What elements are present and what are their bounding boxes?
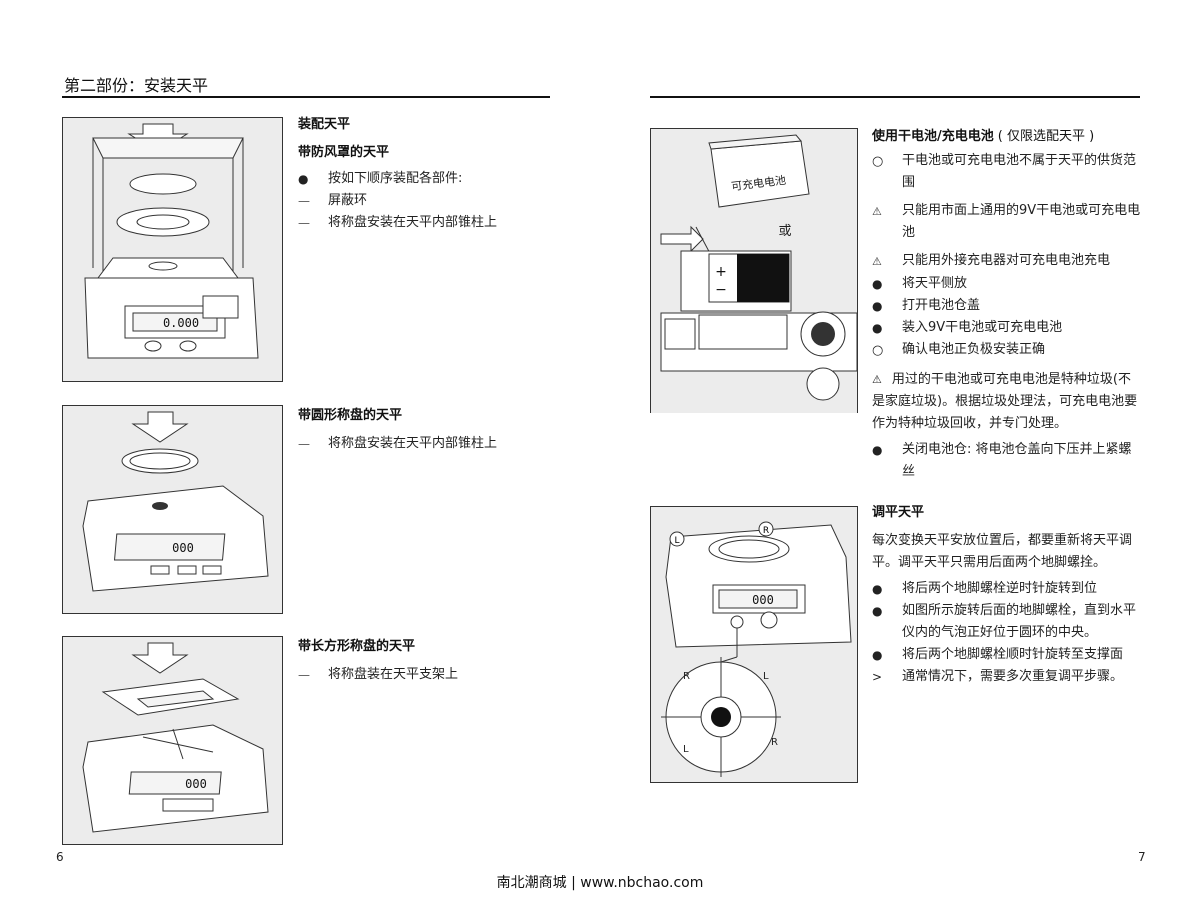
list-item: 将称盘安装在天平内部锥柱上 <box>298 433 548 455</box>
subheading-draft-shield: 带防风罩的天平 <box>298 145 390 160</box>
list-item: 通常情况下，需要多次重复调平步骤。 <box>872 666 1142 688</box>
display-reading: 000 <box>752 593 774 607</box>
bullet-icon <box>872 600 902 622</box>
section-title: 第二部份：安装天平 <box>64 76 209 95</box>
dash-icon <box>298 433 328 455</box>
svg-text:−: − <box>715 282 727 298</box>
list-item: 关闭电池仓: 将电池仓盖向下压并上紧螺丝 <box>872 439 1142 483</box>
heading-leveling: 调平天平 <box>872 505 925 520</box>
item-text: 确认电池正负极安装正确 <box>902 342 1046 357</box>
dash-icon <box>298 664 328 686</box>
warning-text: 用过的干电池或可充电电池是特种垃圾(不是家庭垃圾)。根据垃圾处理法，可充电电池要… <box>872 372 1138 431</box>
item-text: 将天平侧放 <box>902 276 968 291</box>
left-header-rule <box>62 96 550 98</box>
battery-label: 可充电电池 <box>730 173 786 194</box>
block-leveling: 调平天平 每次变换天平安放位置后，都要重新将天平调平。调平天平只需用后面两个地脚… <box>872 502 1142 688</box>
bullet-icon <box>872 295 902 317</box>
bullet-icon <box>872 317 902 339</box>
item-text: 只能用外接充电器对可充电电池充电 <box>902 253 1111 268</box>
heading-rect-pan: 带长方形称盘的天平 <box>298 639 416 654</box>
item-text: 将后两个地脚螺栓顺时针旋转至支撑面 <box>902 647 1124 662</box>
list-item: 只能用外接充电器对可充电电池充电 <box>872 250 1142 273</box>
heading-assemble-balance: 装配天平 <box>298 117 351 132</box>
figure-rect-pan-balance: 000 <box>62 636 283 845</box>
block-draft-shield: 装配天平 带防风罩的天平 按如下顺序装配各部件: 屏蔽环 将称盘安装在天平内部锥… <box>298 114 548 234</box>
level-label-left: L <box>674 536 679 546</box>
heading-battery-note: ( 仅限选配天平 ) <box>997 129 1095 144</box>
list-item: 屏蔽环 <box>298 190 548 212</box>
rotation-label-l2: L <box>683 744 689 755</box>
right-header-rule <box>650 96 1140 98</box>
heading-battery-bold: 使用干电池/充电电池 <box>872 129 994 144</box>
footer: 南北潮商城 | www.nbchao.com <box>496 875 704 891</box>
svg-text:+: + <box>715 264 727 280</box>
list-item: 将称盘装在天平支架上 <box>298 664 548 686</box>
page-number-right: 7 <box>1138 850 1146 864</box>
figure-leveling: L R 000 R L L R <box>650 506 858 783</box>
bullet-icon <box>872 644 902 666</box>
figure-battery: 可充电电池 或 + − <box>650 128 858 413</box>
item-text: 关闭电池仓: 将电池仓盖向下压并上紧螺丝 <box>902 442 1132 479</box>
figure-round-pan-balance: 000 <box>62 405 283 614</box>
list-item: 只能用市面上通用的9V干电池或可充电电池 <box>872 200 1142 244</box>
list-item: 将后两个地脚螺栓顺时针旋转至支撑面 <box>872 644 1142 666</box>
bullet-icon <box>872 578 902 600</box>
display-reading: 000 <box>172 541 194 555</box>
list-item: 按如下顺序装配各部件: <box>298 168 548 190</box>
rotation-label-r2: R <box>771 737 778 748</box>
item-text: 将称盘装在天平支架上 <box>328 667 459 682</box>
or-label: 或 <box>778 224 791 239</box>
dash-icon <box>298 190 328 212</box>
circle-icon <box>872 150 902 173</box>
item-text: 按如下顺序装配各部件: <box>328 171 463 186</box>
block-battery: 使用干电池/充电电池( 仅限选配天平 ) 干电池或可充电电池不属于天平的供货范围… <box>872 126 1142 483</box>
list-item: 打开电池仓盖 <box>872 295 1142 317</box>
leveling-paragraph: 每次变换天平安放位置后，都要重新将天平调平。调平天平只需用后面两个地脚螺拴。 <box>872 533 1133 570</box>
warning-icon <box>872 200 902 223</box>
bullet-icon <box>298 168 328 190</box>
item-text: 将称盘安装在天平内部锥柱上 <box>328 436 498 451</box>
item-text: 将称盘安装在天平内部锥柱上 <box>328 215 498 230</box>
figure-draft-shield-balance: 0.000 <box>62 117 283 382</box>
rotation-label-l1: L <box>763 671 769 682</box>
item-text: 干电池或可充电电池不属于天平的供货范围 <box>902 153 1137 190</box>
item-text: 通常情况下，需要多次重复调平步骤。 <box>902 669 1124 684</box>
list-item: 将天平侧放 <box>872 273 1142 295</box>
block-rect-pan: 带长方形称盘的天平 将称盘装在天平支架上 <box>298 636 548 686</box>
item-text: 装入9V干电池或可充电电池 <box>902 320 1063 335</box>
warning-paragraph: 用过的干电池或可充电电池是特种垃圾(不是家庭垃圾)。根据垃圾处理法，可充电电池要… <box>872 368 1142 435</box>
warning-icon <box>872 250 902 273</box>
circle-icon <box>872 339 902 362</box>
level-label-right: R <box>763 526 769 536</box>
heading-round-pan: 带圆形称盘的天平 <box>298 408 403 423</box>
item-text: 只能用市面上通用的9V干电池或可充电电池 <box>902 203 1141 240</box>
warning-icon <box>872 372 892 386</box>
bullet-icon <box>872 273 902 295</box>
item-text: 打开电池仓盖 <box>902 298 981 313</box>
list-item: 确认电池正负极安装正确 <box>872 339 1142 362</box>
dash-icon <box>298 212 328 234</box>
display-reading: 0.000 <box>163 316 199 330</box>
bullet-icon <box>872 439 902 461</box>
item-text: 将后两个地脚螺栓逆时针旋转到位 <box>902 581 1098 596</box>
rotation-label-r1: R <box>683 671 690 682</box>
display-reading: 000 <box>185 777 207 791</box>
list-item: 如图所示旋转后面的地脚螺栓，直到水平仪内的气泡正好位于圆环的中央。 <box>872 600 1142 644</box>
item-text: 屏蔽环 <box>328 193 368 208</box>
list-item: 将后两个地脚螺栓逆时针旋转到位 <box>872 578 1142 600</box>
arrow-icon <box>872 666 902 688</box>
list-item: 装入9V干电池或可充电电池 <box>872 317 1142 339</box>
item-text: 如图所示旋转后面的地脚螺栓，直到水平仪内的气泡正好位于圆环的中央。 <box>902 603 1137 640</box>
page-number-left: 6 <box>56 850 64 864</box>
block-round-pan: 带圆形称盘的天平 将称盘安装在天平内部锥柱上 <box>298 405 548 455</box>
heading-battery: 使用干电池/充电电池( 仅限选配天平 ) <box>872 126 1142 148</box>
list-item: 将称盘安装在天平内部锥柱上 <box>298 212 548 234</box>
list-item: 干电池或可充电电池不属于天平的供货范围 <box>872 150 1142 194</box>
